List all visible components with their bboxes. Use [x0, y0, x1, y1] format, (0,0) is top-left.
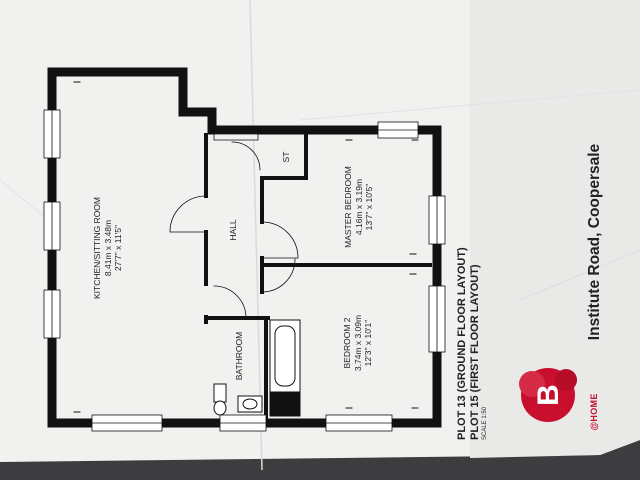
- door-master-bedroom: [261, 221, 299, 259]
- scale-label: SCALE 1:50: [482, 406, 489, 440]
- dimension-ticks: [73, 81, 419, 413]
- wall-store: [260, 132, 308, 180]
- brand-letter: B: [532, 384, 565, 406]
- brand-logo: B: [519, 368, 577, 422]
- master-bedroom-label: MASTER BEDROOM 4.16m x 3.19m 13'7" x 10'…: [343, 152, 379, 262]
- bedroom2-imperial: 12'3" x 10'1": [363, 319, 374, 367]
- outer-wall: [47, 67, 442, 428]
- kitchen-imperial: 27'7" x 11'5": [113, 225, 124, 271]
- kitchen-label: KITCHEN/SITTING ROOM 8.41m x 3.48m 27'7"…: [92, 168, 132, 328]
- bathroom-cabinet: [269, 391, 301, 417]
- master-bedroom-imperial: 13'7" x 10'5": [364, 183, 375, 231]
- basin: [237, 395, 263, 413]
- door-store: [231, 141, 261, 171]
- windows: [43, 109, 446, 432]
- bedroom2-name: BEDROOM 2: [342, 317, 352, 369]
- hall-label: HALL: [228, 219, 238, 241]
- title-line-2: PLOT 15 (FIRST FLOOR LAYOUT): [469, 264, 482, 440]
- address-label: Institute Road, Coopersale: [586, 143, 603, 341]
- store-label: ST: [281, 151, 291, 163]
- title-block: PLOT 13 (GROUND FLOOR LAYOUT) PLOT 15 (F…: [456, 160, 496, 440]
- brand-text: @HOME: [589, 393, 599, 431]
- bathroom-label: BATHROOM: [234, 331, 244, 381]
- kitchen-metric: 8.41m x 3.48m: [102, 219, 113, 277]
- toilet: [213, 383, 227, 416]
- door-bedroom2: [261, 258, 296, 293]
- door-bathroom: [213, 285, 247, 319]
- door-entrance: [213, 133, 259, 141]
- master-bedroom-metric: 4.16m x 3.19m: [353, 178, 364, 236]
- bedroom2-metric: 3.74m x 3.09m: [352, 314, 363, 372]
- master-bedroom-name: MASTER BEDROOM: [343, 166, 353, 248]
- bedroom2-label: BEDROOM 2 3.74m x 3.09m 12'3" x 10'1": [342, 288, 378, 398]
- kitchen-name: KITCHEN/SITTING ROOM: [92, 197, 102, 299]
- floor-plan: [43, 67, 446, 432]
- title-line-1: PLOT 13 (GROUND FLOOR LAYOUT): [456, 247, 468, 440]
- bathtub: [269, 319, 301, 393]
- door-kitchen: [169, 195, 207, 233]
